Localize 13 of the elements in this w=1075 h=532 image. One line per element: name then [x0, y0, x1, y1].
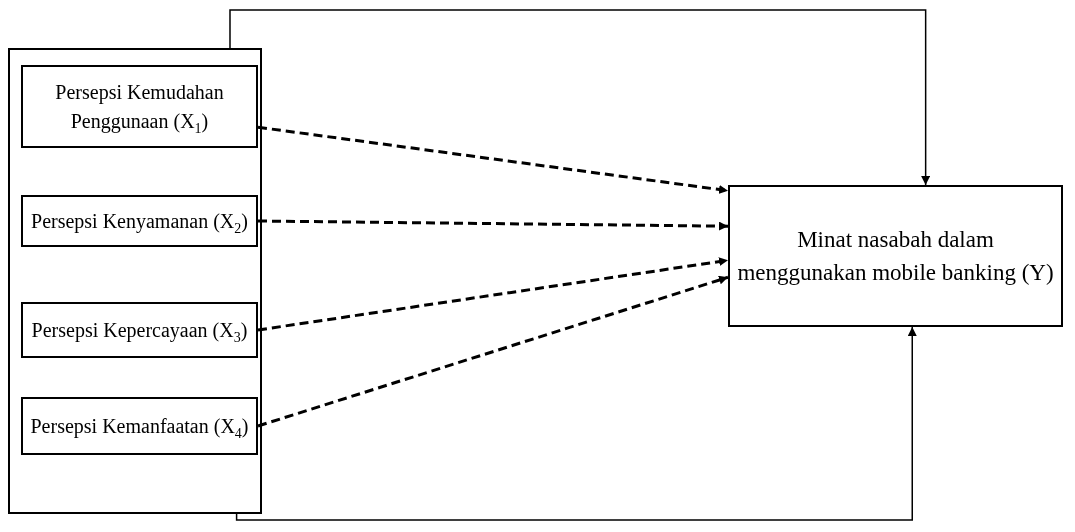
- variable-label: Minat nasabah dalam menggunakan mobile banking (Y): [736, 225, 1055, 287]
- arrow: [235, 326, 917, 521]
- variable-box: [21, 195, 258, 247]
- group-frame: [8, 48, 262, 514]
- variable-label: Persepsi Kemanfaatan (X$_{4}$): [29, 413, 250, 441]
- variable-box: [728, 185, 1063, 327]
- variable-label: Persepsi Kemudahan Penggunaan (X$_{1}$): [54, 79, 225, 136]
- variable-box: [21, 397, 258, 455]
- variable-box: [21, 302, 258, 358]
- variable-label: Persepsi Kenyamanan (X$_{2}$): [30, 208, 249, 236]
- arrow: [229, 9, 931, 186]
- variable-label: Persepsi Kepercayaan (X$_{3}$): [30, 317, 249, 345]
- variable-box: [21, 65, 258, 148]
